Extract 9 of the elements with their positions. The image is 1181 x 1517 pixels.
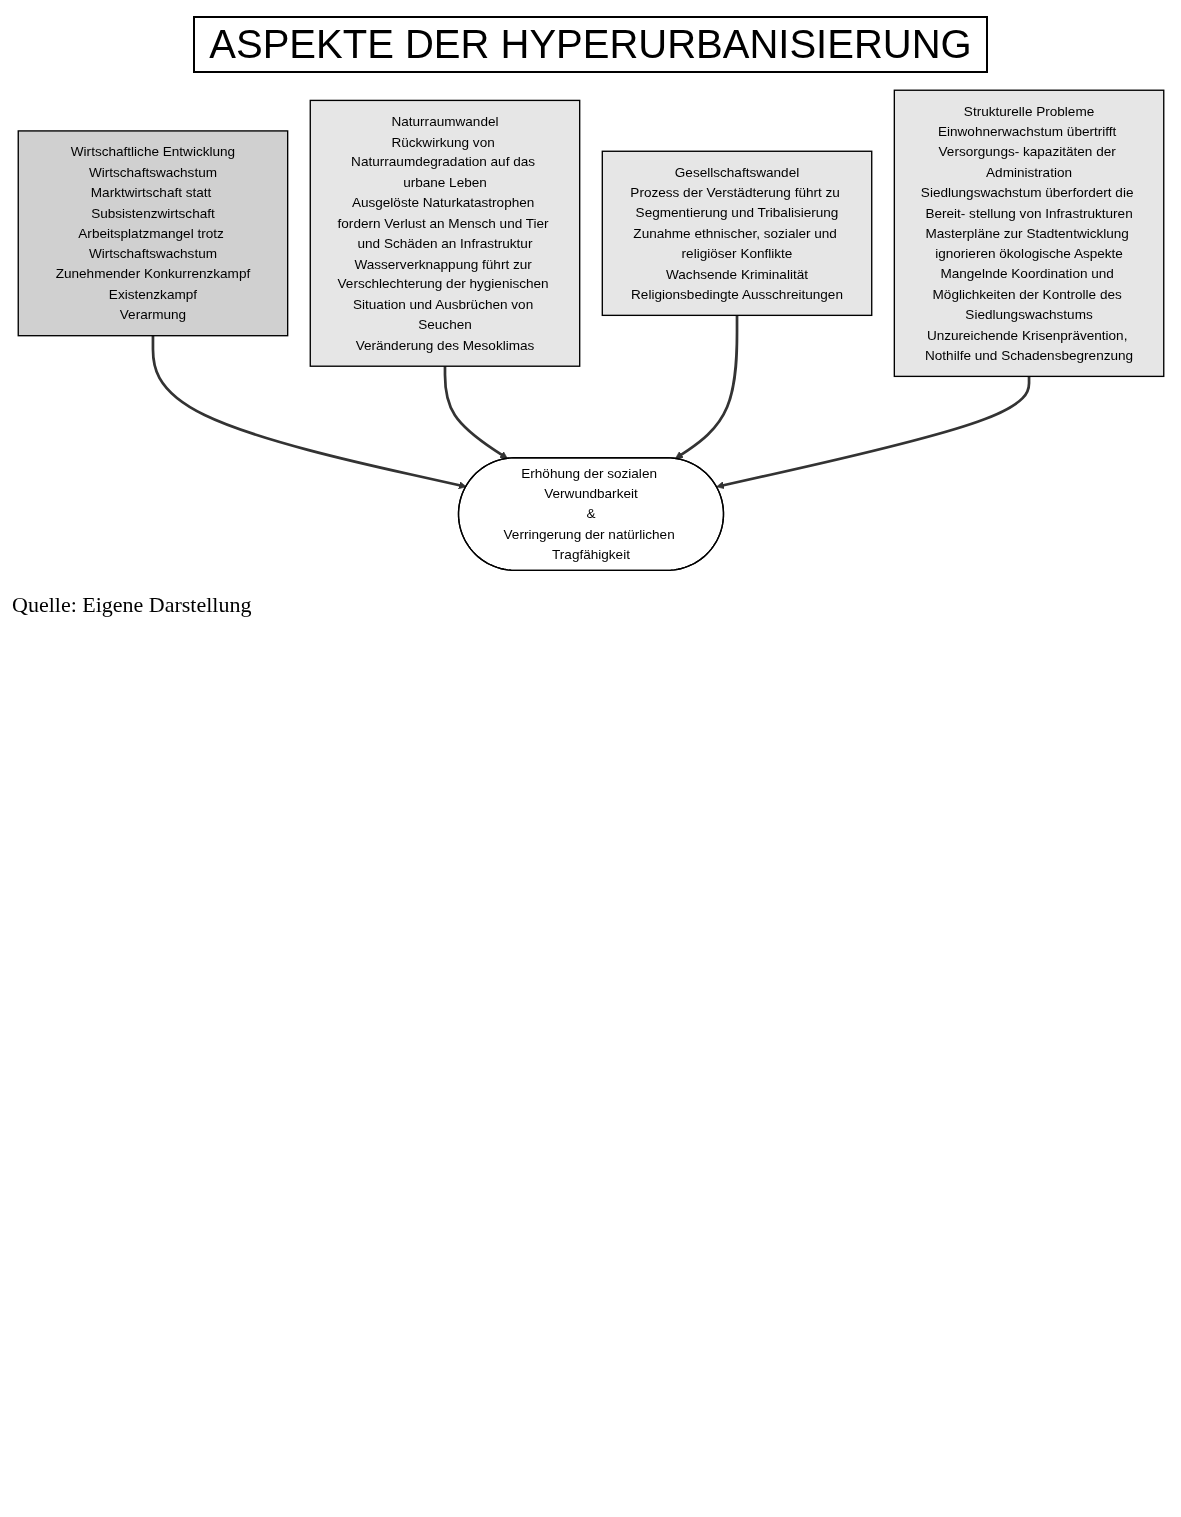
arrow xyxy=(443,366,508,460)
node-box: Wirtschaftliche Entwicklung Wirtschaftswachstum Marktwirtschaft statt Subsistenzwirtschaft Arbeitsplatzmangel trotz Wirtschaftswachstum Zunehmender Konkurrenzkampf Existenzkampf Verarmung xyxy=(17,130,288,337)
arrow xyxy=(674,315,738,460)
node-box: Strukturelle Probleme Einwohnerwachstum übertrifft Versorgungs- kapazitäten der Administration Siedlungswachstum überfordert die Bereit- stellung von Infrastrukturen Masterpläne zur Stadtentwicklung ignorieren ökologische Aspekte Mangelnde Koordination und Möglichkeiten der Kontrolle des Siedlungswachstums Unzureichende Krisenprävention, Nothilfe und Schadensbegrenzung xyxy=(893,89,1164,378)
caption: Quelle: Eigene Darstellung xyxy=(12,591,253,618)
diagram-title: ASPEKTE DER HYPERURBANISIERUNG xyxy=(193,16,988,73)
node-box: Gesellschaftswandel Prozess der Verstädterung führt zu Segmentierung und Tribalisierung Zunahme ethnischer, sozialer und religiöser Konflikte Wachsende Kriminalität Religionsbedingte Ausschreitungen xyxy=(601,150,872,317)
arrow xyxy=(715,376,1030,490)
node-box: Naturraumwandel Rückwirkung von Naturraumdegradation auf das urbane Leben Ausgelöste Naturkatastrophen fordern Verlust an Mensch und Tier und Schäden an Infrastruktur Wasserverknappung führt zur Verschlechterung der hygienischen Situation und Ausbrüchen von Seuchen Veränderung des Mesoklimas xyxy=(309,99,580,367)
